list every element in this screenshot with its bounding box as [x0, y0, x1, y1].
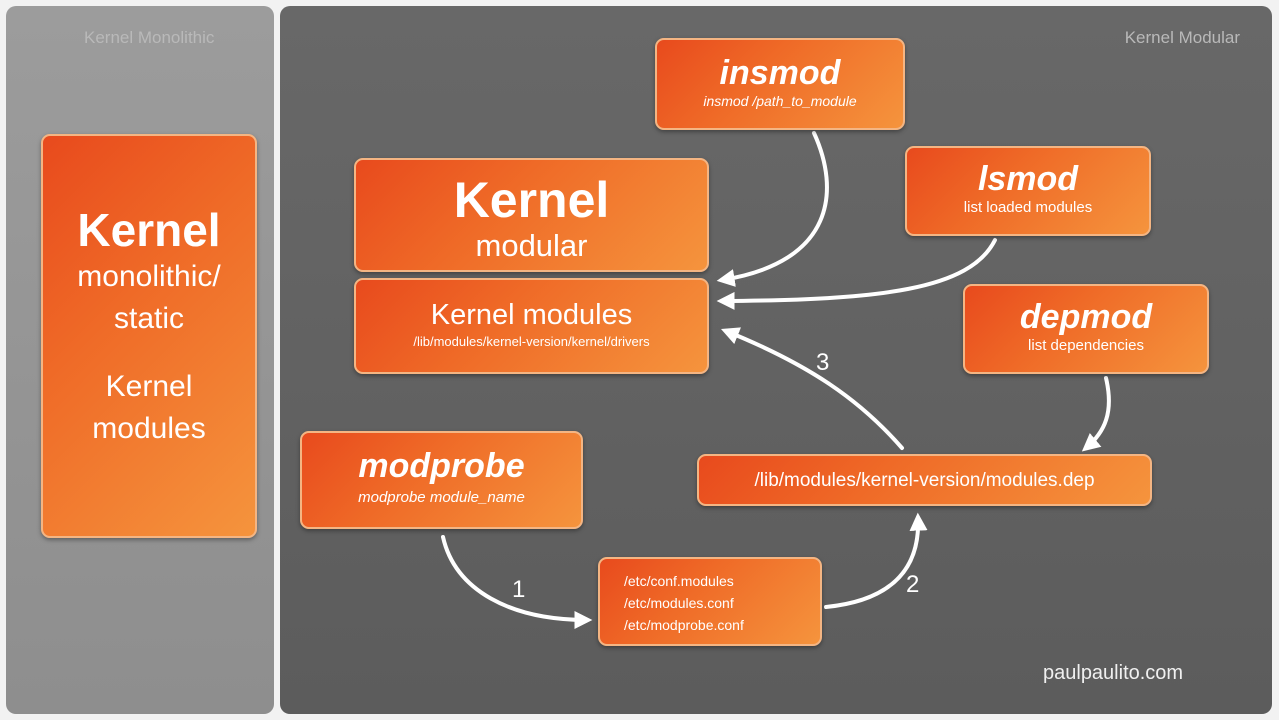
kernel-modular-title: Kernel — [453, 172, 610, 228]
monolithic-modules-line1: Kernel — [105, 370, 193, 403]
monolithic-kernel-box: Kernel monolithic/ static Kernel modules — [41, 134, 257, 538]
arrow-lsmod-to-modules — [716, 238, 997, 310]
arrow-conf-to-modulesdep — [824, 512, 928, 609]
lsmod-title: lsmod — [977, 160, 1079, 198]
conf-file-2: /etc/modules.conf — [624, 595, 734, 611]
insmod-box: insmod insmod /path_to_module — [655, 38, 905, 130]
insmod-usage: insmod /path_to_module — [703, 93, 857, 109]
modules-dep-path: /lib/modules/kernel-version/modules.dep — [754, 470, 1095, 491]
depmod-title: depmod — [1019, 298, 1153, 336]
monolithic-kernel-line2: static — [113, 302, 185, 335]
arrow-modprobe-to-conf — [441, 535, 593, 629]
modprobe-title: modprobe — [358, 447, 525, 485]
kernel-modules-title: Kernel modules — [430, 299, 633, 331]
step-2-label: 2 — [906, 571, 919, 598]
modprobe-usage: modprobe module_name — [358, 489, 525, 506]
kernel-modular-box: Kernel modular — [354, 158, 709, 272]
kernel-modules-box: Kernel modules /lib/modules/kernel-versi… — [354, 278, 709, 374]
arrow-modulesdep-to-modules — [720, 327, 904, 450]
monolithic-kernel-title: Kernel — [77, 204, 221, 256]
conf-file-3: /etc/modprobe.conf — [624, 617, 744, 633]
monolithic-kernel-line1: monolithic/ — [77, 260, 221, 293]
monolithic-modules-line2: modules — [92, 412, 206, 445]
modular-panel-title: Kernel Modular — [1124, 28, 1240, 47]
step-1-label: 1 — [512, 576, 525, 603]
modprobe-box: modprobe modprobe module_name — [300, 431, 583, 529]
lsmod-desc: list loaded modules — [963, 199, 1093, 216]
insmod-title: insmod — [719, 54, 841, 92]
depmod-desc: list dependencies — [1028, 337, 1144, 354]
conf-file-1: /etc/conf.modules — [624, 573, 734, 589]
conf-files-box: /etc/conf.modules /etc/modules.conf /etc… — [598, 557, 822, 646]
kernel-modular-subtitle: modular — [475, 228, 588, 263]
lsmod-box: lsmod list loaded modules — [905, 146, 1151, 236]
kernel-modules-path: /lib/modules/kernel-version/kernel/drive… — [413, 334, 650, 349]
depmod-box: depmod list dependencies — [963, 284, 1209, 374]
arrow-depmod-to-modulesdep — [1081, 376, 1111, 452]
arrow-insmod-to-modules — [716, 131, 829, 287]
monolithic-panel-title: Kernel Monolithic — [84, 28, 215, 47]
watermark: paulpaulito.com — [1043, 662, 1184, 684]
modules-dep-box: /lib/modules/kernel-version/modules.dep — [697, 454, 1152, 506]
step-3-label: 3 — [816, 349, 829, 376]
